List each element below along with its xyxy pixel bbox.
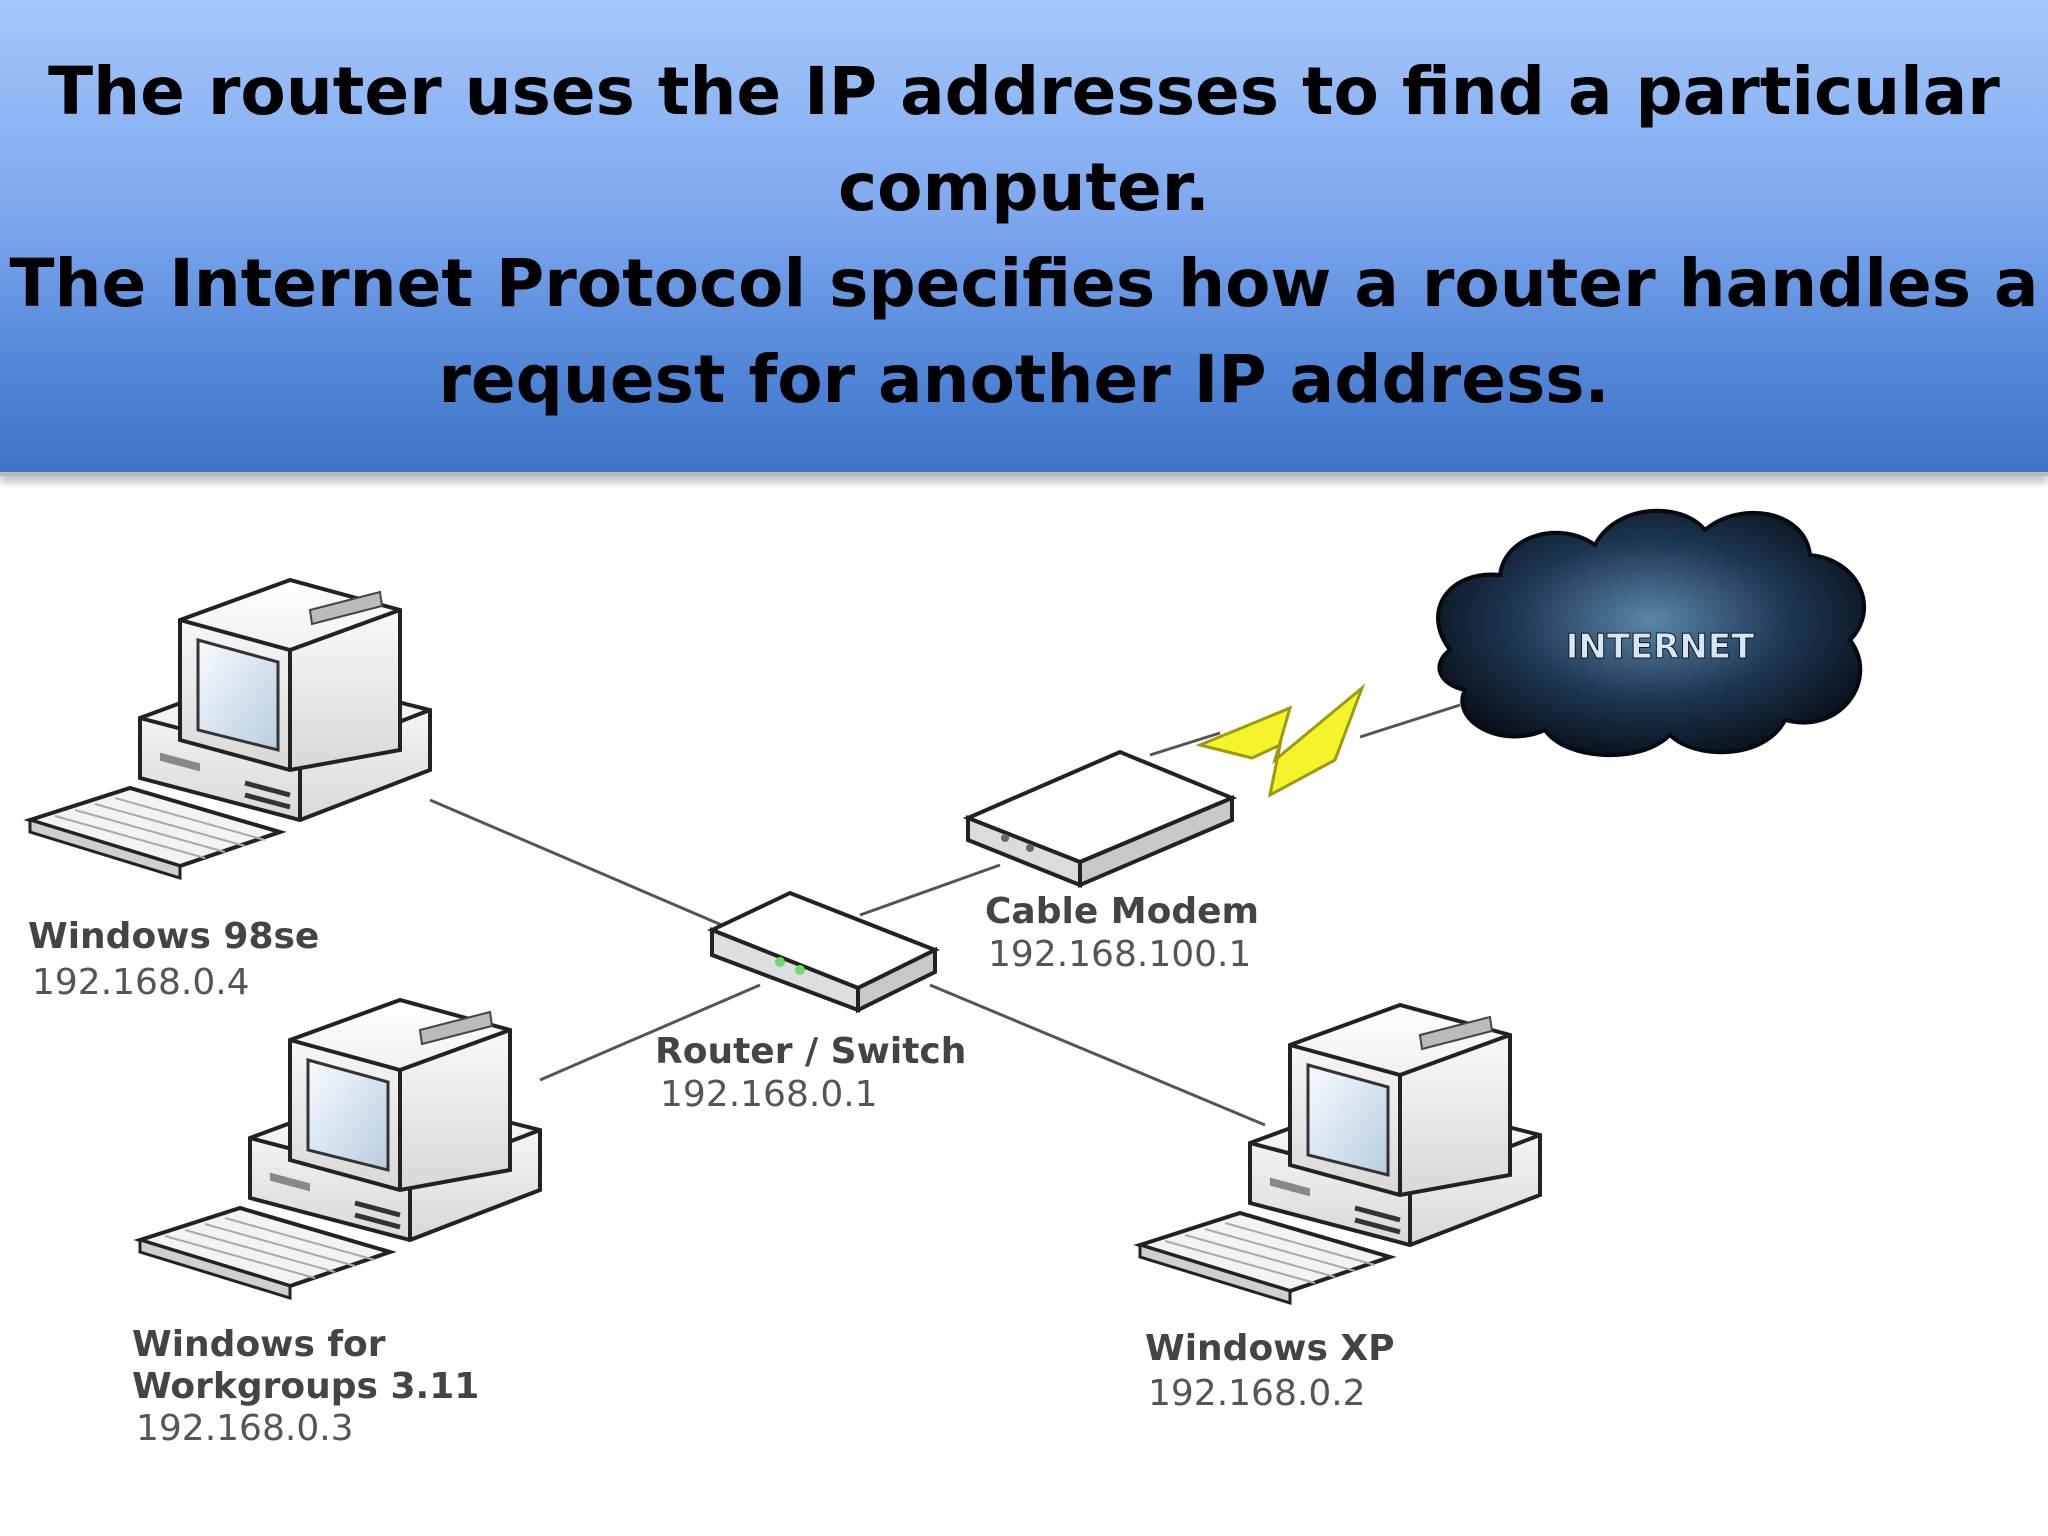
router-switch-label: Router / Switch	[655, 1031, 966, 1072]
wfw-label-line-1: Windows for	[132, 1324, 386, 1365]
network-diagram: INTERNET Windows 98se 192.168.0.4 Cable …	[0, 508, 1867, 1449]
title-line-2: computer.	[838, 149, 1210, 226]
windows-xp-computer-icon	[1140, 1005, 1540, 1303]
internet-label: INTERNET	[1566, 627, 1755, 667]
title-line-4: request for another IP address.	[438, 341, 1610, 418]
lightning-bolt-icon	[1195, 683, 1366, 798]
title-line-1: The router uses the IP addresses to find…	[48, 53, 2000, 130]
windows-xp-label: Windows XP	[1145, 1328, 1395, 1369]
title-banner: The router uses the IP addresses to find…	[0, 0, 2048, 476]
cable-modem-label: Cable Modem	[985, 891, 1259, 932]
internet-cloud-icon: INTERNET	[1436, 508, 1867, 758]
wfw-label-line-2: Workgroups 3.11	[132, 1366, 479, 1407]
windows-98se-label: Windows 98se	[28, 916, 319, 957]
cable-modem-icon	[962, 749, 1238, 889]
windows-xp-ip: 192.168.0.2	[1148, 1373, 1366, 1414]
windows-98se-ip: 192.168.0.4	[32, 962, 250, 1003]
windows-98se-computer-icon	[30, 580, 430, 878]
router-switch-icon	[706, 890, 940, 1014]
wfw-ip: 192.168.0.3	[136, 1408, 354, 1449]
title-line-3: The Internet Protocol specifies how a ro…	[9, 245, 2039, 322]
cable-modem-ip: 192.168.100.1	[988, 934, 1251, 975]
windows-for-workgroups-computer-icon	[140, 1000, 540, 1298]
router-switch-ip: 192.168.0.1	[660, 1074, 878, 1115]
